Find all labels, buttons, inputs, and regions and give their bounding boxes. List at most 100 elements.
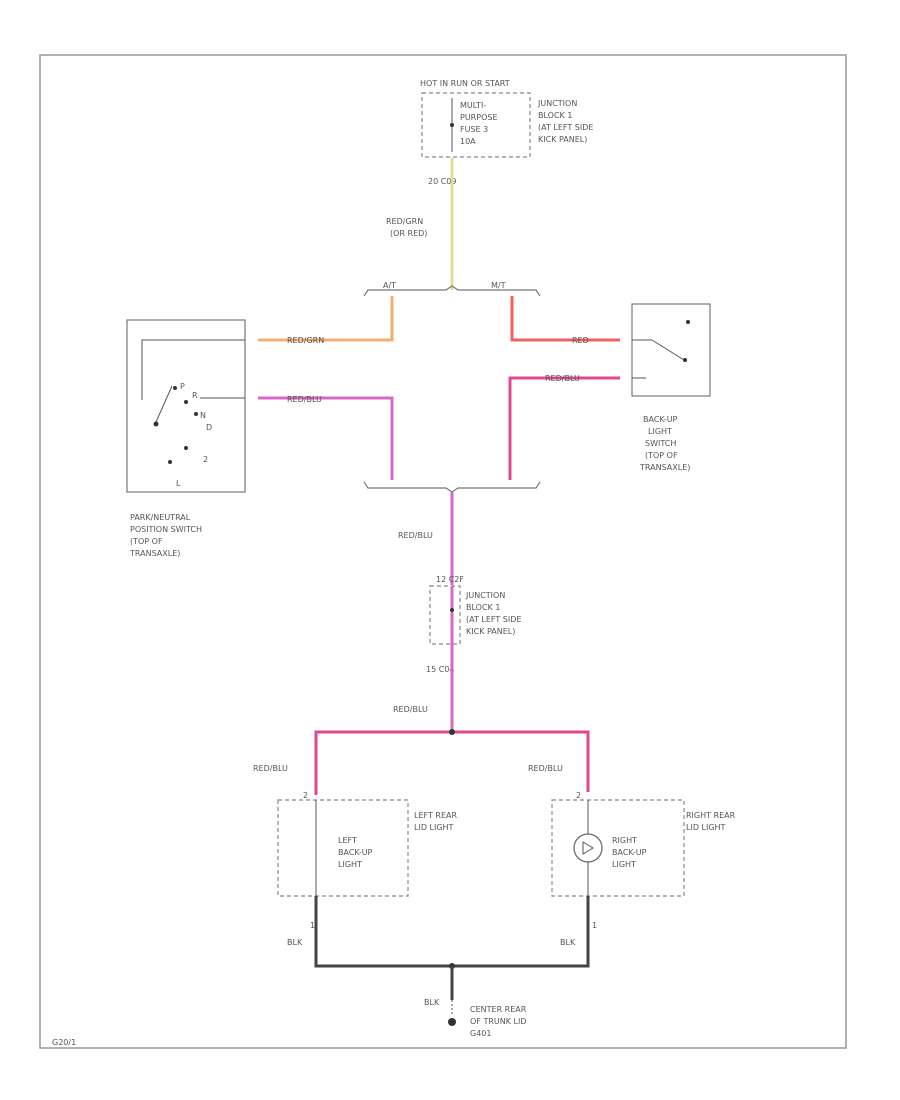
svg-text:TRANSAXLE): TRANSAXLE) [129, 549, 180, 558]
svg-text:RIGHT: RIGHT [612, 836, 637, 845]
wire-lower-label: RED/BLU [393, 705, 428, 714]
junction2-label: JUNCTION BLOCK 1 (AT LEFT SIDE KICK PANE… [465, 591, 521, 636]
svg-text:BACK-UP: BACK-UP [612, 848, 647, 857]
fuse-junction-box [421, 92, 531, 158]
junction2-connector-top: 12 C2F [436, 575, 464, 584]
svg-text:G401: G401 [470, 1029, 491, 1038]
left-lamp-box [277, 799, 409, 897]
wire-red-grn-at [258, 296, 394, 342]
backup-switch-box [631, 303, 711, 397]
ground-wire-label: BLK [424, 998, 440, 1007]
pn-wire2-label: RED/BLU [287, 395, 322, 404]
wire-top-label: RED/GRN (OR RED) [386, 217, 427, 238]
backup-wire1-label: RED [572, 336, 589, 345]
svg-text:L: L [176, 479, 181, 488]
svg-text:BLOCK 1: BLOCK 1 [466, 603, 500, 612]
right-lamp-ground-label: BLK [560, 938, 576, 947]
svg-text:LID LIGHT: LID LIGHT [686, 823, 726, 832]
junction2-connector-bottom: 15 C04 [426, 665, 455, 674]
svg-text:(TOP OF: (TOP OF [130, 537, 163, 546]
junction2-dot [450, 608, 454, 612]
svg-text:(OR RED): (OR RED) [390, 229, 427, 238]
backup-switch-arm [651, 339, 685, 361]
right-lamp-outer-label: RIGHT REAR LID LIGHT [686, 811, 736, 832]
splice-dot-upper [449, 729, 455, 735]
ground-icon [448, 1018, 456, 1026]
svg-text:TRANSAXLE): TRANSAXLE) [639, 463, 690, 472]
svg-text:CENTER REAR: CENTER REAR [470, 1005, 527, 1014]
junction2-box [429, 585, 461, 645]
svg-text:LIGHT: LIGHT [338, 860, 362, 869]
power-source-label: HOT IN RUN OR START [420, 79, 510, 88]
svg-text:BLOCK 1: BLOCK 1 [538, 111, 572, 120]
svg-text:SWITCH: SWITCH [645, 439, 676, 448]
right-lamp-pin-top: 2 [576, 791, 581, 800]
svg-text:PARK/NEUTRAL: PARK/NEUTRAL [130, 513, 191, 522]
svg-text:P: P [180, 382, 185, 391]
pn-wire1-label: RED/GRN [287, 336, 324, 345]
svg-text:FUSE 3: FUSE 3 [460, 125, 488, 134]
left-lamp-ground-label: BLK [287, 938, 303, 947]
svg-text:D: D [206, 423, 212, 432]
svg-text:2: 2 [203, 455, 208, 464]
left-lamp-pin-bottom: 1 [310, 921, 315, 930]
svg-text:BACK-UP: BACK-UP [643, 415, 678, 424]
left-lamp-outer-label: LEFT REAR LID LIGHT [414, 811, 457, 832]
svg-text:JUNCTION: JUNCTION [465, 591, 505, 600]
pn-switch-pin-labels: P R N D 2 L [176, 382, 212, 488]
footer-code: G20/1 [52, 1038, 76, 1047]
svg-text:RED/GRN: RED/GRN [386, 217, 423, 226]
junction-block-top-label: JUNCTION BLOCK 1 (AT LEFT SIDE KICK PANE… [537, 99, 593, 144]
wire-blk-ground [314, 896, 590, 968]
backup-switch-contact-2 [683, 358, 687, 362]
wire-red-blu-at [258, 396, 394, 480]
svg-text:LIGHT: LIGHT [612, 860, 636, 869]
right-lamp-pin-bottom: 1 [592, 921, 597, 930]
svg-text:(AT LEFT SIDE: (AT LEFT SIDE [466, 615, 521, 624]
pn-switch-contacts [153, 386, 198, 464]
svg-text:MULTI-: MULTI- [460, 101, 486, 110]
svg-text:JUNCTION: JUNCTION [537, 99, 577, 108]
svg-text:LEFT: LEFT [338, 836, 357, 845]
left-lamp-pin-top: 2 [303, 791, 308, 800]
svg-text:KICK PANEL): KICK PANEL) [538, 135, 587, 144]
pn-switch-box [126, 319, 246, 493]
svg-text:BACK-UP: BACK-UP [338, 848, 373, 857]
pn-switch-internal-line-1 [141, 339, 245, 400]
svg-text:RIGHT REAR: RIGHT REAR [686, 811, 736, 820]
splice-mt-label: M/T [491, 281, 506, 290]
svg-text:OF TRUNK LID: OF TRUNK LID [470, 1017, 527, 1026]
right-lamp-inner-label: RIGHT BACK-UP LIGHT [612, 836, 647, 869]
splice-bottom-bracket [363, 481, 541, 493]
svg-text:(TOP OF: (TOP OF [645, 451, 678, 460]
svg-text:(AT LEFT SIDE: (AT LEFT SIDE [538, 123, 593, 132]
svg-text:LEFT REAR: LEFT REAR [414, 811, 457, 820]
connector-top-label: 20 C09 [428, 177, 457, 186]
wire-red-mt [510, 296, 620, 342]
right-lamp-wire-label: RED/BLU [528, 764, 563, 773]
fuse-dot [450, 123, 454, 127]
fuse-label: MULTI- PURPOSE FUSE 3 10A [460, 101, 498, 146]
backup-switch-contact-1 [686, 320, 690, 324]
svg-text:LID LIGHT: LID LIGHT [414, 823, 454, 832]
pn-switch-contact-arm [155, 385, 173, 423]
wire-mid-label: RED/BLU [398, 531, 433, 540]
svg-text:KICK PANEL): KICK PANEL) [466, 627, 515, 636]
right-lamp-bulb-icon [573, 833, 603, 863]
diagram-frame [39, 54, 847, 1049]
splice-top-bracket [363, 285, 541, 297]
svg-text:N: N [200, 411, 206, 420]
left-lamp-wire-label: RED/BLU [253, 764, 288, 773]
splice-at-label: A/T [383, 281, 396, 290]
backup-switch-label: BACK-UP LIGHT SWITCH (TOP OF TRANSAXLE) [639, 415, 690, 472]
svg-text:R: R [192, 391, 198, 400]
svg-text:PURPOSE: PURPOSE [460, 113, 498, 122]
left-lamp-inner-label: LEFT BACK-UP LIGHT [338, 836, 373, 869]
right-lamp-filament-icon [582, 841, 594, 855]
wire-red-blu-mt [508, 376, 620, 480]
svg-text:POSITION SWITCH: POSITION SWITCH [130, 525, 202, 534]
svg-text:10A: 10A [460, 137, 476, 146]
ground-label: CENTER REAR OF TRUNK LID G401 [470, 1005, 527, 1038]
svg-text:LIGHT: LIGHT [648, 427, 672, 436]
